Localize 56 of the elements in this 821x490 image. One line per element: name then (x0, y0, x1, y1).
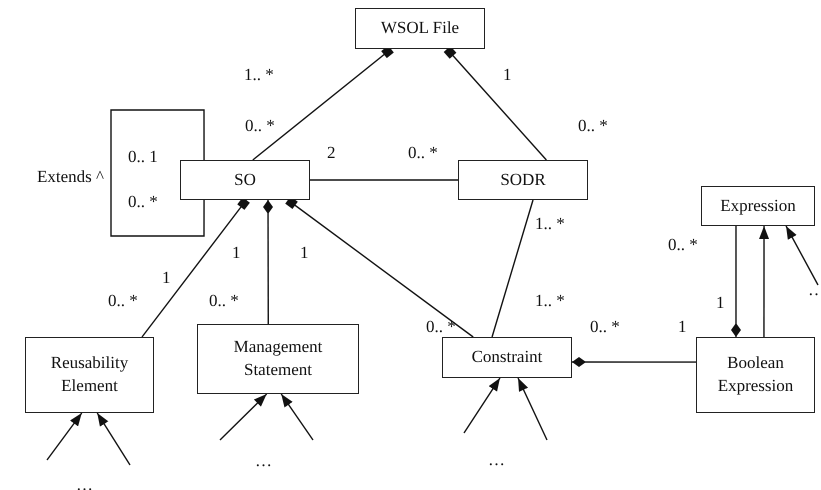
aggregation-line (572, 357, 696, 368)
class-name: Reusability Element (50, 352, 130, 397)
multiplicity-label: 2 (327, 144, 336, 161)
multiplicity-label: 1 (678, 318, 686, 335)
class-box (355, 8, 485, 49)
class-box (696, 337, 815, 413)
multiplicity-label: 1 (716, 294, 724, 311)
association-line (110, 109, 205, 237)
class-box (180, 160, 310, 200)
multiplicity-label: 1 (300, 244, 308, 261)
generalization-arrow (46, 412, 82, 460)
multiplicity-label: 1.. * (244, 66, 274, 83)
class-box (701, 186, 815, 226)
multiplicity-label: 0.. * (408, 144, 438, 161)
association-line (310, 179, 458, 181)
generalization-arrow (785, 226, 819, 286)
multiplicity-label: 0.. * (108, 292, 138, 309)
class-name: Boolean Expression (716, 352, 794, 397)
multiplicity-label: 0.. * (245, 117, 275, 134)
class-name: SO (234, 168, 256, 191)
composition-line (141, 197, 250, 338)
multiplicity-label: 1 (162, 269, 170, 286)
generalization-arrow (96, 412, 131, 466)
class-name: SODR (500, 168, 546, 191)
multiplicity-label: 0.. * (128, 193, 158, 210)
generalization-arrow (220, 394, 268, 440)
aggregation-line (263, 200, 274, 324)
generalization-arrow (517, 378, 548, 440)
multiplicity-label: 0.. * (578, 117, 608, 134)
generalization-arrow (280, 394, 314, 440)
multiplicity-label: 0.. * (590, 318, 620, 335)
ellipsis-label: … (488, 451, 505, 468)
multiplicity-label: 1.. * (535, 215, 565, 232)
ellipsis-label: … (255, 452, 272, 469)
class-name: WSOL File (380, 17, 460, 40)
class-box (458, 160, 588, 200)
ellipsis-label: … (76, 476, 93, 490)
composition-line (444, 46, 547, 160)
generalization-arrow (759, 226, 770, 337)
class-name: Constraint (472, 346, 542, 368)
association-line (491, 200, 534, 338)
class-box (442, 337, 572, 378)
class-box (197, 324, 359, 394)
aggregation-line (730, 226, 741, 337)
ellipsis-label: … (808, 281, 821, 298)
generalization-arrow (463, 378, 501, 434)
class-box (25, 337, 154, 413)
class-name: Expression (720, 194, 796, 217)
multiplicity-label: 1 (503, 66, 512, 83)
multiplicity-label: 0.. 1 (128, 148, 158, 165)
multiplicity-label: 0.. * (209, 292, 239, 309)
class-name: Management Statement (232, 336, 324, 381)
multiplicity-label: 1 (232, 244, 240, 261)
multiplicity-label: 1.. * (535, 292, 565, 309)
multiplicity-label: 0.. * (668, 236, 698, 253)
association-name: Extends ^ (37, 168, 104, 185)
